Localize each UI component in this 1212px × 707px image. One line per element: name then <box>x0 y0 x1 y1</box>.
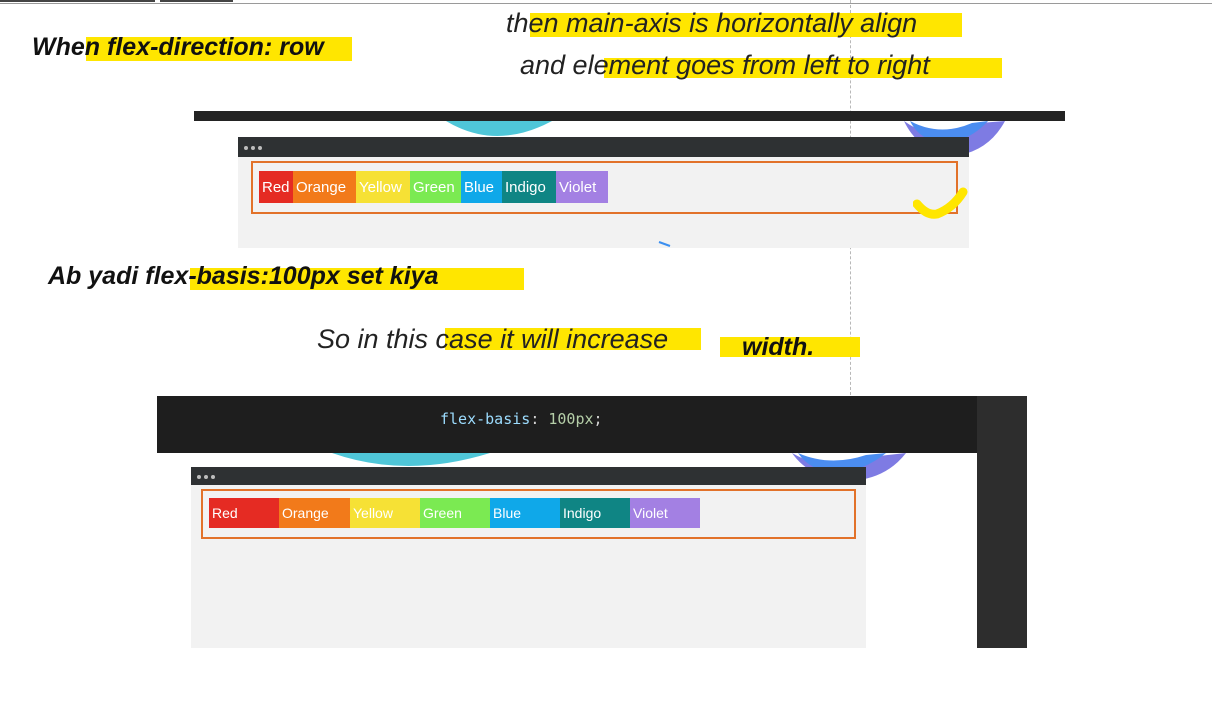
flex-container <box>251 161 958 214</box>
highlight-stroke <box>445 328 701 350</box>
flex-item-violet: Violet <box>556 171 608 203</box>
code-editor-bar <box>157 396 977 453</box>
flex-item-yellow: Yellow <box>356 171 410 203</box>
checkmark-scribble <box>913 187 968 219</box>
window-dot <box>204 475 208 479</box>
window-dot <box>244 146 248 150</box>
highlight-stroke <box>604 58 1002 78</box>
decorative-circle-shape <box>446 121 552 136</box>
note-main-axis-line1: then main-axis is horizontally align <box>506 8 918 38</box>
flex-item-green: Green <box>410 171 461 203</box>
flex-item-red: Red <box>259 171 293 203</box>
editor-top-bar <box>194 111 1065 121</box>
window-dot <box>197 475 201 479</box>
decorative-circle-shape <box>332 453 490 466</box>
flex-item-violet: Violet <box>630 498 700 528</box>
top-divider <box>0 0 1212 4</box>
flex-item-green: Green <box>420 498 490 528</box>
note-increase-prefix: So in this case it will increase <box>317 324 669 354</box>
highlight-stroke <box>86 37 352 61</box>
decorative-mark <box>658 241 671 247</box>
window-dot <box>251 146 255 150</box>
css-code-line: flex-basis: 100px; <box>440 410 603 428</box>
note-flex-basis-heading: Ab yadi flex-basis:100px set kiya <box>48 262 439 290</box>
highlight-stroke <box>190 268 524 290</box>
css-property: flex-basis <box>440 410 531 428</box>
browser-window: Red Orange Yellow Green Blue Indigo Viol… <box>191 467 866 648</box>
flex-item-orange: Orange <box>279 498 350 528</box>
browser-titlebar <box>238 137 969 157</box>
flex-item-blue: Blue <box>490 498 560 528</box>
browser-titlebar <box>191 467 866 485</box>
flex-item-indigo: Indigo <box>502 171 556 203</box>
editor-side-panel <box>977 396 1027 648</box>
highlight-stroke <box>530 13 962 37</box>
highlight-stroke <box>720 337 860 357</box>
css-colon: : <box>530 410 540 428</box>
page-tab <box>0 0 155 2</box>
css-value: 100px <box>548 410 594 428</box>
note-main-axis-line2: and element goes from left to right <box>520 50 930 80</box>
window-dot <box>211 475 215 479</box>
flex-container <box>201 489 856 539</box>
flex-item-indigo: Indigo <box>560 498 630 528</box>
flex-item-red: Red <box>209 498 279 528</box>
page-tab <box>160 0 233 2</box>
window-dot <box>258 146 262 150</box>
flex-item-blue: Blue <box>461 171 502 203</box>
note-increase-word: width. <box>742 333 815 361</box>
flex-item-yellow: Yellow <box>350 498 420 528</box>
browser-window: Red Orange Yellow Green Blue Indigo Viol… <box>238 137 969 248</box>
note-flex-direction-row: When flex-direction: row <box>32 33 324 61</box>
flex-item-orange: Orange <box>293 171 356 203</box>
css-semicolon: ; <box>593 410 603 428</box>
